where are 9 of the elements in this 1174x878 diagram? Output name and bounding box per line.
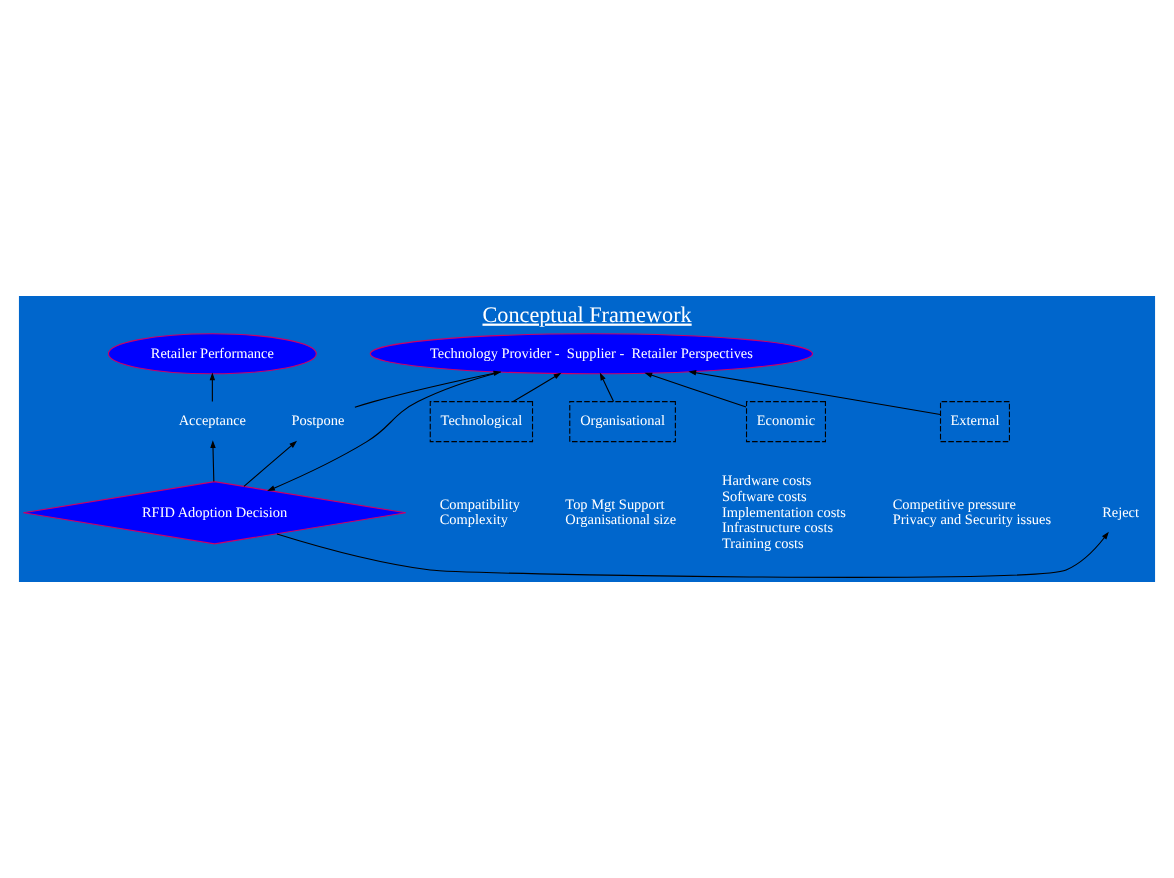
arrow	[243, 440, 298, 487]
diagram-title: Conceptual Framework	[482, 303, 692, 328]
arrow	[644, 372, 747, 408]
arrow	[276, 531, 1109, 578]
arrow	[209, 372, 216, 403]
arrow	[599, 372, 615, 403]
arrow	[210, 440, 216, 483]
arrow	[512, 372, 562, 403]
arrow	[688, 370, 941, 416]
